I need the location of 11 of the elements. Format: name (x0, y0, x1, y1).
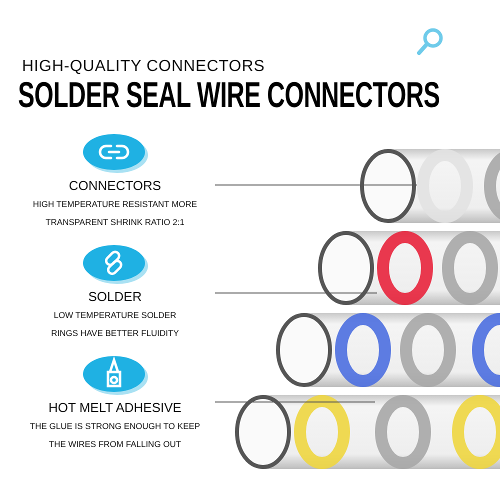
tube-ring (375, 395, 431, 469)
subheading: HIGH-QUALITY CONNECTORS (22, 58, 265, 76)
title: SOLDER SEAL WIRE CONNECTORS (18, 74, 440, 116)
callout-description: HIGH TEMPERATURE RESISTANT MORE TRANSPARENT SHRINK RATIO 2:1 (32, 198, 198, 229)
tube-ring (417, 149, 473, 223)
callout-description: LOW TEMPERATURE SOLDER RINGS HAVE BETTER FLUIDITY (50, 309, 180, 340)
callout-description: THE GLUE IS STRONG ENOUGH TO KEEP THE WIRES FROM FALLING OUT (28, 420, 202, 451)
callout-heading: SOLDER (88, 289, 142, 304)
solder-ring (377, 231, 433, 305)
callout-heading: CONNECTORS (68, 178, 162, 193)
callout-heading: HOT MELT ADHESIVE (48, 400, 182, 415)
